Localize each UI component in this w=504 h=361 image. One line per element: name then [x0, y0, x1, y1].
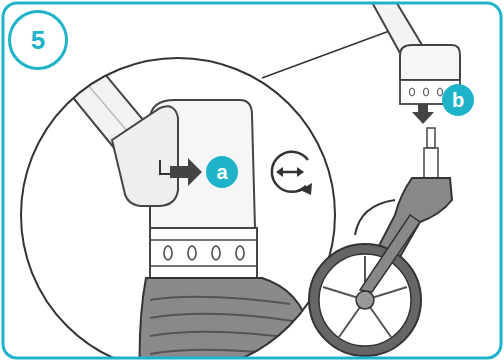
callout-letter: a [206, 156, 238, 188]
front-wheel [309, 128, 452, 356]
callout-letter: b [442, 84, 474, 116]
leader-line [262, 30, 392, 78]
panel-frame [3, 3, 501, 358]
magnified-detail [3, 3, 501, 358]
step-number-text: 5 [31, 27, 45, 53]
step-number: 5 [8, 10, 68, 70]
magnifier-circle [21, 58, 335, 358]
callout-letter-text: b [452, 90, 464, 110]
callout-letter-text: a [216, 162, 227, 182]
